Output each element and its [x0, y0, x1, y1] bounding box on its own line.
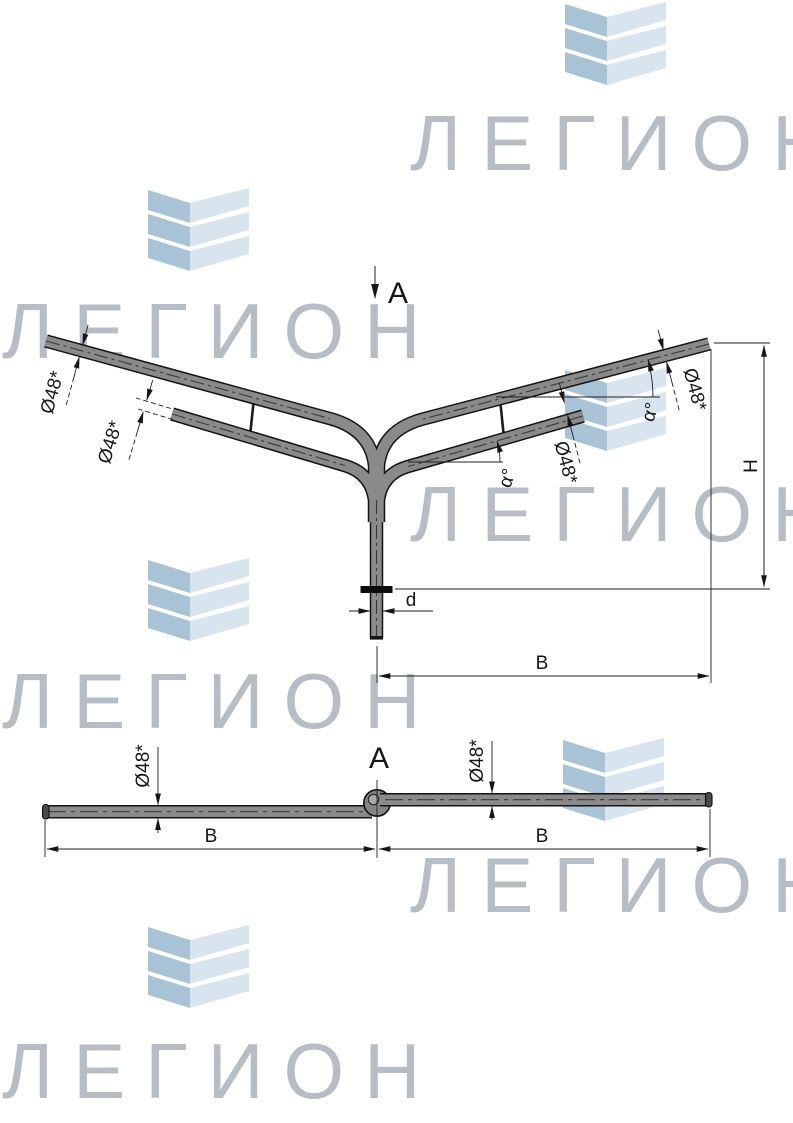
legion-logo-watermark [148, 558, 249, 641]
legion-text-watermark: ЛЕГИОН [410, 470, 793, 558]
diameter-dim-top-left: Ø48* [133, 744, 161, 833]
diameter-label-lower-left: Ø48* [94, 418, 127, 466]
reach-label-left: B [205, 826, 218, 847]
left-arm-pipe-top [41, 803, 372, 820]
diameter-label-right-arm: Ø48* [467, 739, 488, 783]
reach-dim-top-left: B [44, 820, 376, 857]
reach-label-right: B [536, 826, 549, 847]
post-diameter-label: d [406, 590, 417, 611]
right-arm-pipe-top [380, 791, 713, 808]
post-diameter-dim: d [349, 590, 433, 614]
diameter-dim-lower-left: Ø48* [94, 379, 174, 466]
section-cut-label: A [388, 277, 408, 310]
legion-text-watermark: ЛЕГИОН [2, 1027, 441, 1115]
height-dim: H [395, 342, 770, 590]
legion-logo-watermark [148, 925, 249, 1008]
legion-logo-watermark [148, 188, 249, 271]
diameter-label-upper-left: Ø48* [37, 368, 69, 416]
legion-text-watermark: ЛЕГИОН [410, 841, 793, 929]
diameter-label-upper-right: Ø48* [679, 366, 711, 414]
legion-text-watermark: ЛЕГИОН [2, 657, 441, 745]
legion-text-watermark: ЛЕГИОН [410, 99, 793, 187]
view-a-label: A [369, 742, 389, 775]
post-end-cap [370, 636, 383, 640]
reach-label: B [536, 653, 549, 674]
reach-dim-front: B [376, 349, 712, 683]
reach-dim-top-right: B [378, 809, 711, 857]
legion-logo-watermark [565, 2, 666, 85]
legion-text-watermark: ЛЕГИОН [2, 287, 441, 375]
diameter-label-left-arm: Ø48* [133, 744, 154, 788]
height-label: H [741, 459, 762, 473]
legion-logo-watermark [563, 738, 664, 821]
mounting-collar [360, 586, 393, 593]
top-view: A Ø48* Ø48* [41, 739, 713, 858]
bracket-pipes [44, 334, 711, 638]
post-bore [367, 793, 380, 806]
arm-end-cap [41, 803, 50, 820]
arm-end-cap [704, 791, 713, 808]
diameter-dim-top-right: Ø48* [467, 739, 495, 820]
